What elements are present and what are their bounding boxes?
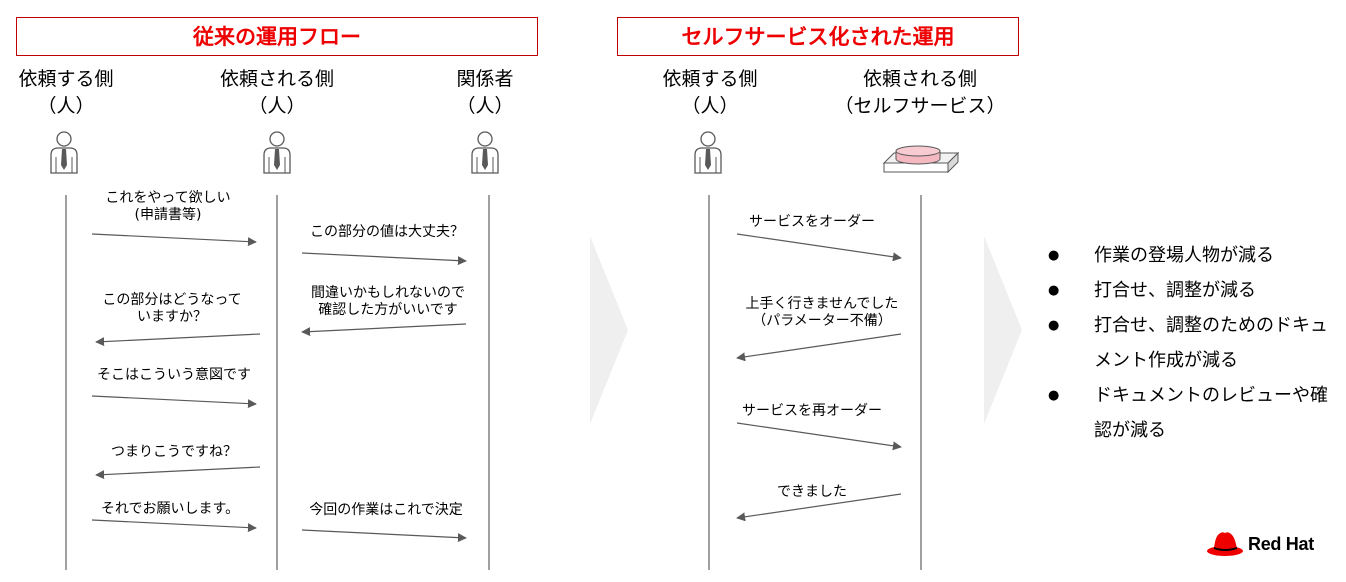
message-label: できました	[777, 484, 847, 500]
person-icon	[50, 131, 78, 174]
message-arrow	[95, 333, 261, 347]
message-label: 間違いかもしれないので 確認した方がいいです	[311, 285, 465, 318]
benefit-item: ドキュメントのレビューや確認が減る	[1048, 378, 1338, 448]
message-arrow	[736, 422, 902, 451]
message-arrow	[91, 233, 257, 247]
message-label: 今回の作業はこれで決定	[309, 502, 463, 518]
message-label: つまりこうですね？	[111, 444, 237, 460]
actor-requester-self: 依頼する側 （人）	[640, 66, 780, 120]
actor-name: 依頼される側	[219, 68, 334, 90]
redhat-hat-icon	[1207, 532, 1243, 556]
message-arrow	[301, 529, 467, 543]
actor-name: 依頼される側	[862, 68, 977, 90]
message-label: サービスを再オーダー	[742, 403, 882, 419]
message-label: そこはこういう意図です	[97, 367, 251, 383]
redhat-logo: Red Hat	[1206, 529, 1314, 559]
actor-stakeholder: 関係者 （人）	[434, 66, 536, 120]
message-arrow	[736, 493, 902, 522]
person-icon	[694, 131, 722, 174]
person-icon	[471, 131, 499, 174]
redhat-logo-text: Red Hat	[1248, 533, 1314, 554]
benefit-item: 打合せ、調整が減る	[1048, 273, 1338, 308]
actor-type: （人）	[248, 95, 306, 117]
actor-name: 依頼する側	[18, 68, 114, 90]
flow-chevron-2	[984, 236, 1022, 424]
actor-type: （人）	[37, 95, 95, 117]
message-arrow	[91, 519, 257, 533]
message-arrow	[301, 323, 467, 337]
message-label: これをやって欲しい (申請書等)	[105, 190, 231, 223]
flow-chevron-1	[590, 236, 628, 424]
message-arrow	[301, 252, 467, 266]
message-label: この部分の値は大丈夫？	[310, 224, 464, 240]
legacy-flow-title: 従来の運用フロー	[16, 17, 538, 56]
actor-name: 依頼する側	[662, 68, 758, 90]
benefit-item: 作業の登場人物が減る	[1048, 238, 1338, 273]
actor-type: （セルフサービス）	[834, 95, 1006, 117]
actor-type: （人）	[681, 95, 739, 117]
actor-name: 関係者	[456, 68, 514, 90]
benefit-item: 打合せ、調整のためのドキュメント作成が減る	[1048, 308, 1338, 378]
message-arrow	[91, 395, 257, 409]
message-arrow	[95, 466, 261, 480]
actor-type: （人）	[456, 95, 514, 117]
message-label: サービスをオーダー	[749, 214, 875, 230]
person-icon	[263, 131, 291, 174]
message-label: それでお願いします。	[100, 501, 240, 517]
message-label: この部分はどうなって いますか？	[102, 292, 242, 325]
message-label: 上手く行きませんでした （パラメーター不備）	[745, 296, 899, 329]
self-service-device-icon	[882, 145, 960, 174]
actor-requester: 依頼する側 （人）	[0, 66, 132, 120]
message-arrow	[736, 333, 902, 362]
self-service-flow-title: セルフサービス化された運用	[617, 17, 1019, 56]
message-arrow	[736, 233, 902, 262]
actor-self-service: 依頼される側 （セルフサービス）	[822, 66, 1018, 120]
benefits-list: 作業の登場人物が減る 打合せ、調整が減る 打合せ、調整のためのドキュメント作成が…	[1048, 238, 1338, 448]
actor-requestee: 依頼される側 （人）	[197, 66, 357, 120]
